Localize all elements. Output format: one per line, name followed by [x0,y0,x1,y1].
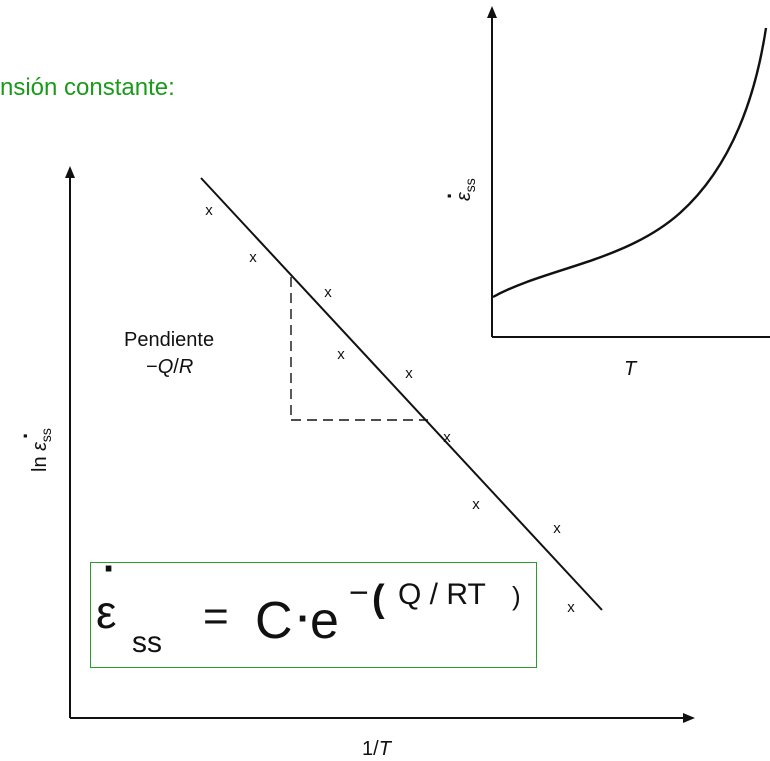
data-marker: x [205,202,213,219]
slope-formula: −Q/R [146,356,193,378]
inset-x-axis-label: T [624,358,638,380]
fit-line [200,177,603,611]
inset-exponential-curve [492,27,768,299]
header-text: nsión constante: [0,74,175,101]
formula-subscript: ss [132,626,162,659]
formula-epsilon: ε [96,586,117,638]
data-marker: x [337,346,345,363]
main-x-axis-label: 1/T [362,738,393,760]
svg-text:εss: εss [453,178,478,201]
inset-y-axis-label: εss · [437,178,478,201]
data-marker: x [553,520,561,537]
data-marker: x [324,284,332,301]
data-marker: x [472,496,480,513]
data-marker: x [443,429,451,446]
data-marker: x [567,599,575,616]
formula-multiply-dot: · [297,597,310,641]
formula-equals: = [203,592,229,641]
formula-dot-accent: · [103,547,116,591]
svg-text:·: · [13,432,38,439]
formula-e: e [310,592,339,650]
svg-text:ln εss: ln εss [29,428,54,472]
main-y-axis-label: ln εss · [13,428,54,472]
formula-open-paren: ( [372,578,385,620]
formula-C: C [255,592,293,650]
formula-exponent: Q / RT [398,578,486,611]
formula-minus: − [349,574,369,612]
formula-box [90,562,537,668]
data-markers: x x x x x x x x x [205,202,575,616]
data-marker: x [405,365,413,382]
data-marker: x [249,249,257,266]
formula-close-paren: ) [512,581,521,611]
svg-text:·: · [437,192,462,199]
formula: · ε ss = C · e − ( Q / RT ) [96,547,521,659]
slope-label: Pendiente [124,329,214,351]
